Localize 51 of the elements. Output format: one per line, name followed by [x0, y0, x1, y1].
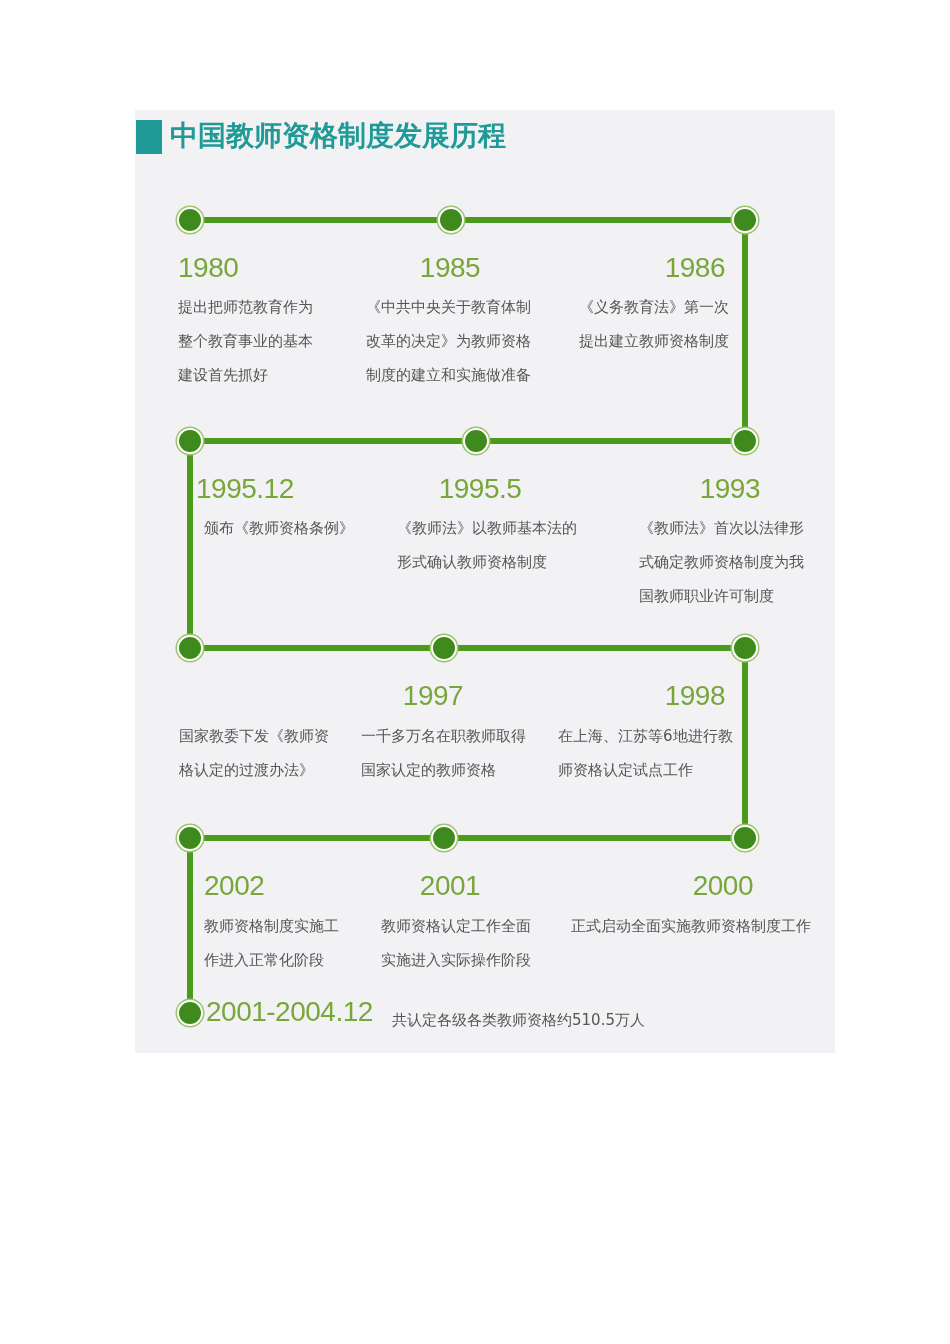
year-label: 2001-2004.12 [206, 995, 374, 1029]
event-text: 《教师法》首次以法律形式确定教师资格制度为我国教师职业许可制度 [639, 518, 805, 607]
event-text: 《中共中央关于教育体制改革的决定》为教师资格制度的建立和实施做准备 [366, 297, 532, 386]
event-text: 一千多万名在职教师取得国家认定的教师资格 [361, 726, 527, 781]
timeline-dot [177, 635, 203, 661]
timeline-line [203, 438, 463, 444]
event-text: 正式启动全面实施教师资格制度工作 [571, 916, 812, 937]
timeline-dot [177, 825, 203, 851]
year-label: 1995.12 [196, 472, 295, 506]
event-text: 颁布《教师资格条例》 [204, 518, 355, 539]
event-text: 国家教委下发《教师资格认定的过渡办法》 [179, 726, 330, 781]
timeline-dot [732, 635, 758, 661]
event-text: 在上海、江苏等6地进行教师资格认定试点工作 [558, 726, 734, 781]
year-label: 2002 [204, 869, 266, 903]
timeline-line [203, 835, 431, 841]
year-label: 1980 [178, 251, 240, 285]
timeline-dot [431, 635, 457, 661]
timeline-dot [177, 207, 203, 233]
timeline-dot [438, 207, 464, 233]
title: 中国教师资格制度发展历程 [170, 118, 506, 154]
event-text: 教师资格制度实施工作进入正常化阶段 [204, 916, 340, 971]
year-label: 1985 [418, 251, 482, 285]
timeline-line [742, 661, 748, 825]
timeline-dot [463, 428, 489, 454]
timeline-line [457, 835, 732, 841]
year-label: 2001 [418, 869, 482, 903]
timeline-line [464, 217, 732, 223]
timeline-line [187, 851, 193, 1000]
timeline-line [742, 233, 748, 428]
year-label: 1995.5 [437, 472, 523, 506]
timeline-dot [177, 1000, 203, 1026]
timeline-dot [177, 428, 203, 454]
event-text: 共认定各级各类教师资格约510.5万人 [392, 1010, 646, 1031]
year-label: 1997 [401, 679, 465, 713]
event-text: 教师资格认定工作全面实施进入实际操作阶段 [381, 916, 532, 971]
year-label: 1998 [663, 679, 725, 713]
event-text: 提出把师范教育作为整个教育事业的基本建设首先抓好 [178, 297, 314, 386]
timeline-dot [732, 825, 758, 851]
year-label: 1986 [663, 251, 725, 285]
event-text: 《教师法》以教师基本法的形式确认教师资格制度 [397, 518, 578, 573]
timeline-line [489, 438, 732, 444]
timeline-dot [732, 428, 758, 454]
timeline-line [187, 454, 193, 635]
event-text: 《义务教育法》第一次提出建立教师资格制度 [578, 297, 729, 352]
timeline-dot [431, 825, 457, 851]
year-label: 1993 [698, 472, 760, 506]
year-label: 2000 [691, 869, 753, 903]
timeline-line [203, 217, 438, 223]
timeline-dot [732, 207, 758, 233]
timeline-line [457, 645, 732, 651]
timeline-line [203, 645, 431, 651]
